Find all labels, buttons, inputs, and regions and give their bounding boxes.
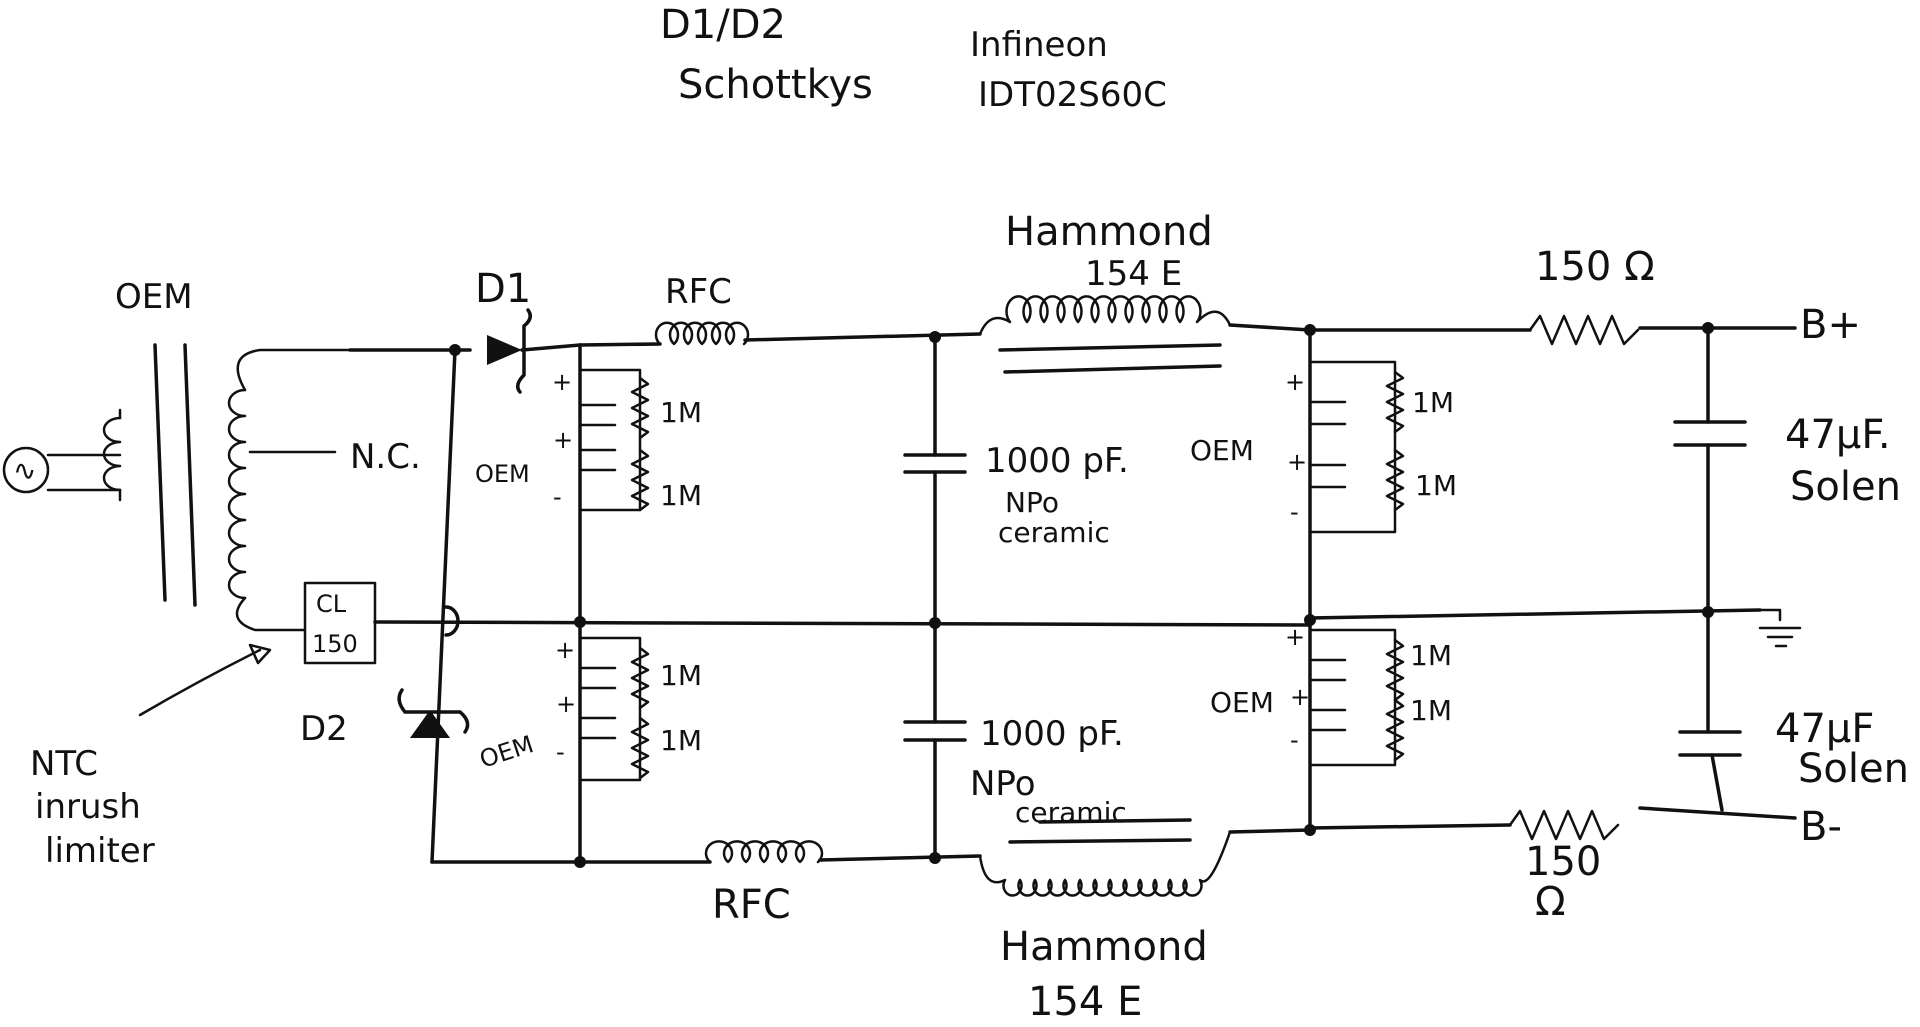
ntc-note-line2: inrush <box>35 787 141 827</box>
cap-bank-top-left-plus-1: + <box>552 368 572 396</box>
left-rail <box>430 348 457 864</box>
output-cap-bottom-value: 47μF <box>1775 706 1874 752</box>
film-cap-bottom <box>903 621 967 860</box>
cap-bank-bottom-right-plus-2: + <box>1290 683 1310 711</box>
cap-bank-bottom-right-r1: 1M <box>1410 639 1452 672</box>
cap-bank-top-left-minus: - <box>553 483 562 511</box>
header-vendor: Infineon <box>970 25 1108 65</box>
cap-bank-top-left-r1: 1M <box>660 396 702 429</box>
output-cap-bottom <box>1678 610 1742 812</box>
rfc-bottom <box>704 840 824 864</box>
hammond-bottom-model: 154 E <box>1028 979 1142 1025</box>
film-cap-top-value: 1000 pF. <box>985 441 1129 481</box>
cap-bank-bottom-left-minus: - <box>556 738 565 766</box>
cap-bank-bottom-left-plus-1: + <box>555 636 575 664</box>
diode-d1-label: D1 <box>475 266 531 312</box>
transformer-label: OEM <box>115 277 193 317</box>
resistor-150-bottom-unit: Ω <box>1535 879 1566 925</box>
output-cap-top-value: 47μF. <box>1785 412 1891 458</box>
resistor-150-bottom-value: 150 <box>1525 839 1601 885</box>
cap-bank-top-right-minus: - <box>1290 498 1299 526</box>
resistor-150-bottom <box>1508 809 1620 841</box>
cap-bank-bottom-right-minus: - <box>1290 726 1299 754</box>
cap-bank-top-left-r2: 1M <box>660 479 702 512</box>
diode-d2-label: D2 <box>300 709 348 749</box>
rfc-bottom-label: RFC <box>712 882 791 928</box>
output-cap-top <box>1673 326 1747 614</box>
film-cap-top <box>903 335 967 625</box>
transformer-secondary <box>227 348 352 632</box>
hammond-choke-bottom <box>978 818 1232 897</box>
cap-bank-bottom-right-plus-1: + <box>1285 623 1305 651</box>
cap-bank-bottom-right: + + - OEM 1M 1M <box>1210 618 1452 832</box>
cap-bank-top-right-plus-1: + <box>1285 368 1305 396</box>
b-plus-label: B+ <box>1800 302 1861 348</box>
film-cap-bottom-material: ceramic <box>1015 796 1127 829</box>
cap-bank-top-right-r2: 1M <box>1415 469 1457 502</box>
cap-bank-bottom-right-r2: 1M <box>1410 694 1452 727</box>
rfc-top <box>654 321 750 346</box>
cap-bank-top-left-oem: OEM <box>475 460 530 488</box>
hammond-bottom-brand: Hammond <box>1000 924 1208 970</box>
ntc-note-line3: limiter <box>45 831 155 871</box>
cap-bank-top-right: + + - OEM 1M 1M <box>1190 328 1457 622</box>
ntc-note-line1: NTC <box>30 744 98 784</box>
b-minus-label: B- <box>1800 804 1842 850</box>
rfc-top-label: RFC <box>665 272 732 312</box>
ntc-thermistor: CL 150 <box>138 581 377 717</box>
ac-source-icon: ∿ <box>13 454 36 487</box>
ntc-box-bottom: 150 <box>312 630 358 658</box>
film-cap-bottom-type: NPo <box>970 764 1036 804</box>
hammond-top-brand: Hammond <box>1005 209 1213 255</box>
transformer-core <box>153 343 197 607</box>
cap-bank-top-right-plus-2: + <box>1287 448 1307 476</box>
film-cap-top-type: NPo <box>1005 486 1059 519</box>
header-schottkys: Schottkys <box>678 62 873 108</box>
cap-bank-bottom-left: + + - OEM 1M 1M <box>476 620 702 864</box>
ntc-box-top: CL <box>316 590 347 618</box>
cap-bank-top-right-oem: OEM <box>1190 434 1254 467</box>
hammond-choke-top <box>978 295 1232 374</box>
cap-bank-top-left: + + - OEM 1M 1M <box>475 343 702 624</box>
center-tap-label: N.C. <box>350 437 421 477</box>
cap-bank-top-right-r1: 1M <box>1412 386 1454 419</box>
diode-d2 <box>397 688 470 738</box>
cap-bank-bottom-left-oem: OEM <box>476 730 537 774</box>
transformer-primary <box>46 408 122 502</box>
resistor-150-top-label: 150 Ω <box>1535 244 1655 290</box>
header-d1d2: D1/D2 <box>660 2 786 48</box>
ac-source: ∿ <box>2 446 50 494</box>
output-cap-top-brand: Solen <box>1790 464 1901 510</box>
hammond-top-model: 154 E <box>1085 254 1182 294</box>
cap-bank-top-left-plus-2: + <box>553 426 573 454</box>
resistor-150-top <box>1528 314 1640 346</box>
cap-bank-bottom-left-plus-2: + <box>556 690 576 718</box>
cap-bank-bottom-left-r2: 1M <box>660 724 702 757</box>
header-part: IDT02S60C <box>978 75 1167 115</box>
diode-d1 <box>487 308 582 394</box>
film-cap-top-material: ceramic <box>998 516 1110 549</box>
cap-bank-bottom-left-r1: 1M <box>660 659 702 692</box>
film-cap-bottom-value: 1000 pF. <box>980 714 1124 754</box>
output-cap-bottom-brand: Solen <box>1798 746 1909 792</box>
cap-bank-bottom-right-oem: OEM <box>1210 686 1274 719</box>
